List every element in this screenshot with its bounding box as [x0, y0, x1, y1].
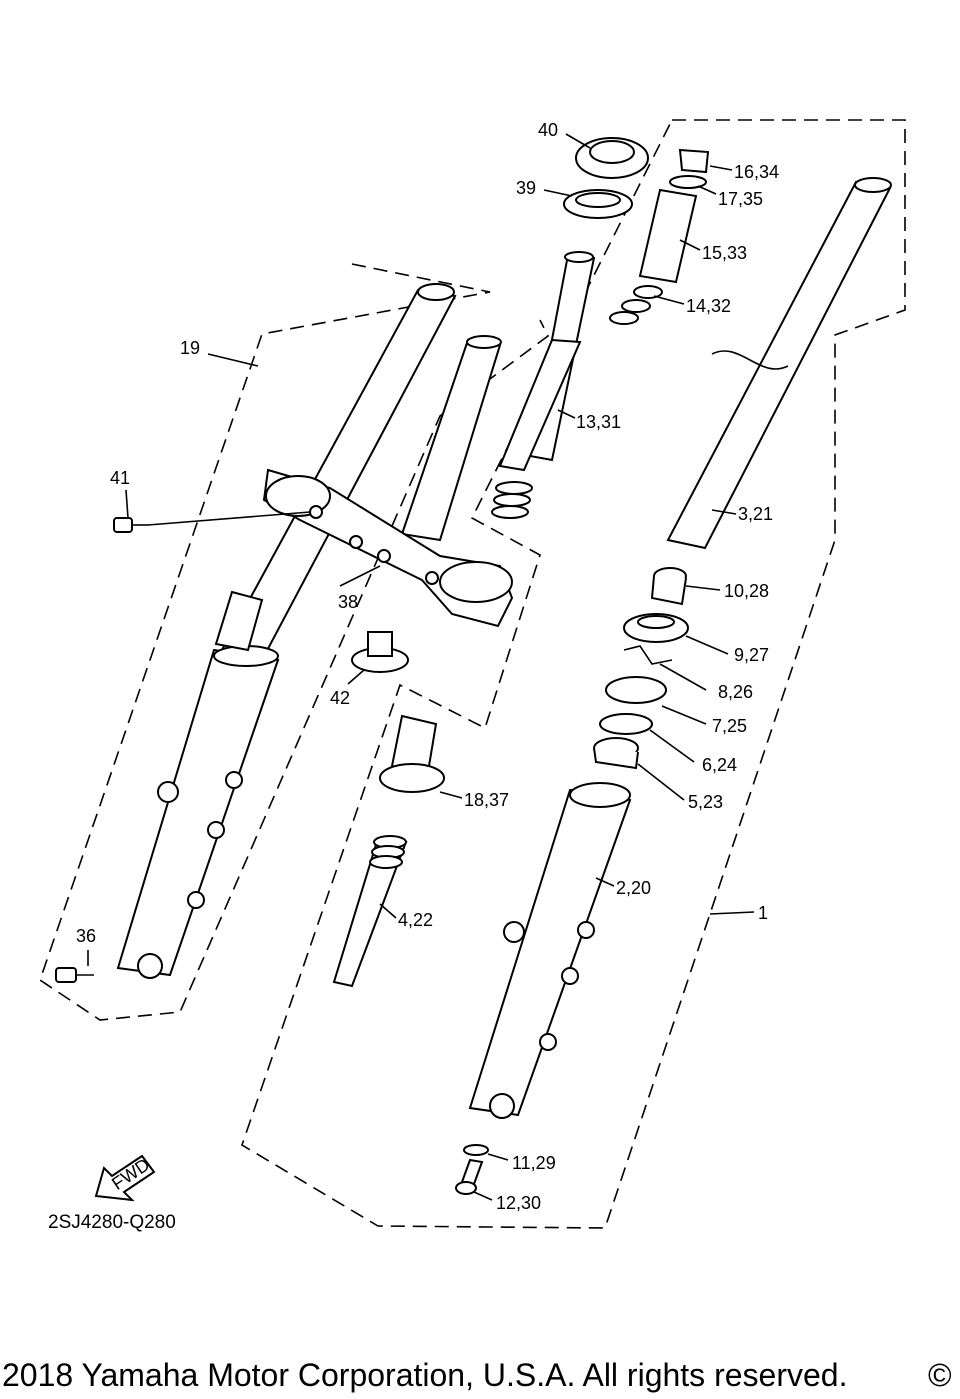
label-17-35: 17,35 [718, 189, 763, 209]
tube-break-line [711, 350, 789, 370]
washer-6-24 [599, 713, 653, 735]
cap-bolt-16-34 [678, 148, 710, 174]
cylinder-spring [369, 835, 407, 869]
label-7-25: 7,25 [712, 716, 747, 736]
label-39: 39 [516, 178, 536, 198]
leader-lines [87, 133, 755, 1201]
label-5-23: 5,23 [688, 792, 723, 812]
spacer-15-33 [638, 188, 698, 284]
copyright-text: 2018 Yamaha Motor Corporation, U.S.A. Al… [2, 1357, 847, 1393]
assembly-1-outline [241, 119, 906, 1229]
bolt-36 [55, 967, 94, 983]
gasket-11-29 [463, 1144, 489, 1156]
spring-14-32 [609, 285, 663, 325]
rear-tube-top [466, 335, 502, 349]
bracket-bolt-hole-2 [349, 535, 363, 549]
clip-8-26 [623, 645, 673, 665]
label-1: 1 [758, 903, 768, 923]
label-9-27: 9,27 [734, 645, 769, 665]
left-axle-boss [137, 953, 163, 979]
under-bracket [262, 468, 514, 628]
label-38: 38 [338, 592, 358, 612]
part-labels: 40 39 16,34 17,35 15,33 14,32 19 13,31 4… [76, 120, 779, 1213]
label-6-24: 6,24 [702, 755, 737, 775]
label-36: 36 [76, 926, 96, 946]
right-inner-tube [666, 180, 892, 550]
left-outer-tube [116, 648, 280, 977]
label-15-33: 15,33 [702, 243, 747, 263]
left-tube-cap [417, 283, 455, 301]
label-8-26: 8,26 [718, 682, 753, 702]
left-mount-boss-4 [187, 891, 205, 909]
label-2-20: 2,20 [616, 878, 651, 898]
left-mount-boss-2 [225, 771, 243, 789]
dust-seal-5-23 [593, 737, 639, 770]
left-fork-assembly [116, 283, 457, 979]
label-40: 40 [538, 120, 558, 140]
right-inner-tube-top [854, 177, 892, 193]
label-4-22: 4,22 [398, 910, 433, 930]
label-10-28: 10,28 [724, 581, 769, 601]
bracket-clamp-right [439, 561, 513, 603]
bracket-bolt-hole-3 [377, 549, 391, 563]
label-3-21: 3,21 [738, 504, 773, 524]
bracket-bolt-hole-1 [309, 505, 323, 519]
o-ring-17-35 [669, 175, 707, 189]
label-41: 41 [110, 468, 130, 488]
damper-rod-13-31 [498, 338, 582, 472]
left-mount-boss-3 [207, 821, 225, 839]
guide-bushing-9-27 [623, 613, 689, 643]
oil-lock-piece-18-37 [379, 714, 445, 793]
label-42: 42 [330, 688, 350, 708]
label-18-37: 18,37 [464, 790, 509, 810]
label-12-30: 12,30 [496, 1193, 541, 1213]
rebound-spring [491, 481, 533, 519]
left-mount-boss-1 [157, 781, 179, 803]
bolt-12-30 [455, 1158, 484, 1195]
bearing-40 [575, 137, 649, 179]
assembly-19-outline [39, 263, 550, 1021]
bearing-race-39 [563, 189, 633, 219]
oil-seal-7-25 [605, 676, 667, 704]
left-dust-cover [214, 590, 264, 652]
nut-42 [351, 631, 409, 673]
bolt-41 [113, 517, 148, 533]
label-16-34: 16,34 [734, 162, 779, 182]
copyright-symbol: © [928, 1357, 952, 1393]
label-14-32: 14,32 [686, 296, 731, 316]
fwd-arrow-icon: FWD [94, 1154, 156, 1202]
label-13-31: 13,31 [576, 412, 621, 432]
steering-stem-top [564, 251, 594, 263]
slide-bushing-10-28 [650, 567, 687, 606]
label-11-29: 11,29 [512, 1153, 556, 1173]
label-19: 19 [180, 338, 200, 358]
diagram-code: 2SJ4280-Q280 [48, 1212, 176, 1233]
bracket-bolt-hole-4 [425, 571, 439, 585]
right-outer-tube [468, 782, 632, 1119]
